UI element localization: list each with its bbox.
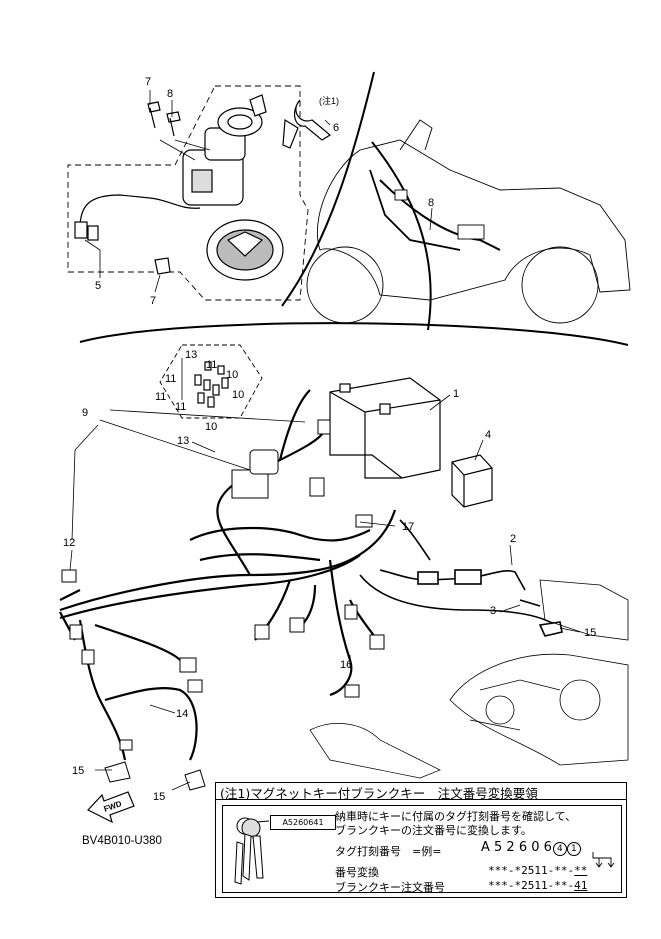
conversion-label: 番号変換: [335, 866, 379, 879]
part-label: 15: [153, 791, 165, 803]
part-label: 1: [453, 388, 459, 400]
part-label: 15: [72, 765, 84, 777]
part-label: 15: [584, 627, 596, 639]
note-inner-box: A5260641 納車時にキーに付属のタグ打刻番号を確認して、 ブランクキーの注…: [222, 805, 622, 894]
note-line-2: ブランクキーの注文番号に変換します。: [335, 824, 532, 837]
battery-cable: [359, 519, 563, 637]
battery: [329, 377, 441, 479]
tag-code: A5260641: [270, 815, 336, 830]
ignition-cover: [206, 219, 284, 281]
part-label: 10: [232, 389, 244, 401]
part-label: 2: [510, 533, 516, 545]
arrow-down-icon: [592, 852, 615, 868]
part-label: 13: [185, 349, 197, 361]
part-label: 13: [177, 435, 189, 447]
part-label: 9: [82, 407, 88, 419]
part-label: 6: [333, 122, 339, 134]
part-label: 12: [63, 537, 75, 549]
part-label: 11: [155, 391, 166, 403]
figure-id: BV4B010-U380: [82, 835, 162, 847]
part-label: 14: [176, 708, 188, 720]
part-label: 7: [150, 295, 156, 307]
key-tag-icon: [234, 817, 270, 885]
note-line-1: 納車時にキーに付属のタグ打刻番号を確認して、: [335, 810, 577, 823]
part-label: 11: [165, 373, 176, 385]
wire-harness: [59, 389, 397, 761]
part-labels: 7 8 (注1) 6 5 7 8 1 4 2 3 15 9 13 13 11 1…: [63, 76, 596, 803]
relay: [451, 454, 493, 508]
ignition-switch: [182, 94, 267, 206]
conversion-value: ***-*2511-**-**: [488, 864, 588, 877]
blank-key-order-value: ***-*2511-**-41: [488, 879, 588, 892]
vehicle-silhouette: [306, 119, 631, 324]
part-label: 5: [95, 280, 101, 292]
fwd-arrow-icon: FWD: [87, 791, 135, 824]
tag-number-label: タグ打刻番号 =例=: [335, 845, 442, 858]
note-divider: [216, 799, 626, 800]
part-label: 11: [206, 359, 217, 371]
note-title: (注1)マグネットキー付ブランクキー 注文番号変換要領: [220, 786, 538, 801]
note-marker: (注1): [319, 95, 339, 106]
part-label: 16: [340, 659, 352, 671]
key-note-box: (注1)マグネットキー付ブランクキー 注文番号変換要領 A5260641 納車時…: [215, 782, 627, 898]
blank-key-order-label: ブランクキー注文番号: [335, 881, 445, 894]
part-label: 7: [145, 76, 151, 88]
engine-outline: [449, 579, 629, 766]
part-label: 3: [490, 605, 496, 617]
part-label: 10: [226, 369, 238, 381]
part-label: 4: [485, 429, 491, 441]
part-label: 10: [205, 421, 217, 433]
part-label: 8: [167, 88, 173, 100]
part-label: 11: [175, 401, 186, 413]
part-label: 8: [428, 197, 434, 209]
part-label: 17: [402, 521, 414, 533]
